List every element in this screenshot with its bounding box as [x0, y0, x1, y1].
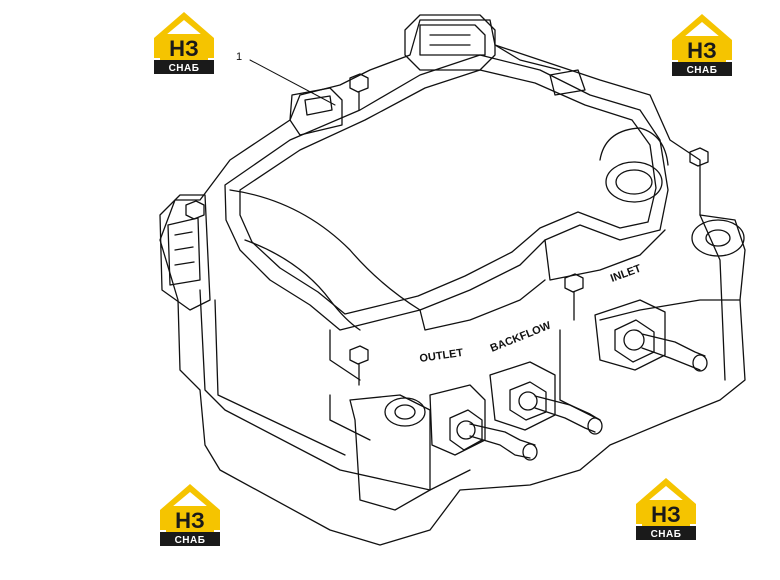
logo-big-text: НЗ [651, 502, 681, 527]
logo-panel [678, 36, 726, 62]
logo-big-text: НЗ [687, 38, 717, 63]
logo-bar [154, 60, 214, 74]
callout-number: 1 [236, 51, 242, 63]
logo-panel [166, 506, 214, 532]
logo-small-text: СНАБ [169, 63, 200, 74]
brand-logo-top-left: НЗ СНАБ [150, 8, 218, 76]
top-cover-inner [240, 70, 656, 314]
logo-bar [160, 532, 220, 546]
logo-big-text: НЗ [169, 36, 199, 61]
logo-panel [642, 500, 690, 526]
logo-small-text: СНАБ [687, 65, 718, 76]
logo-bar [636, 526, 696, 540]
outlet-fitting [430, 385, 537, 460]
brand-logo-bottom-left: НЗ СНАБ [156, 480, 224, 548]
callout-leader [250, 60, 335, 105]
logo-mark: НЗ СНАБ [160, 484, 220, 546]
backflow-label: BACKFLOW [489, 319, 554, 354]
top-cover [225, 55, 668, 330]
mount-hole [385, 398, 425, 426]
brand-logo-top-right: НЗ СНАБ [668, 10, 736, 78]
logo-mark: НЗ СНАБ [672, 14, 732, 76]
fill-port [606, 162, 662, 202]
lid-ridge [230, 190, 420, 310]
logo-mark: НЗ СНАБ [636, 478, 696, 540]
logo-small-text: СНАБ [651, 529, 682, 540]
backflow-fitting [490, 362, 602, 434]
brand-logo-bottom-right: НЗ СНАБ [632, 474, 700, 542]
housing-outline [160, 20, 745, 545]
bolts [186, 74, 708, 385]
outlet-label: OUTLET [419, 347, 465, 365]
mount-boss [692, 220, 744, 256]
side-tab [290, 88, 342, 135]
inlet-label: INLET [609, 263, 643, 285]
inlet-fitting [595, 300, 707, 371]
logo-bar [672, 62, 732, 76]
logo-small-text: СНАБ [175, 535, 206, 546]
logo-mark: НЗ СНАБ [154, 12, 214, 74]
left-connector [160, 195, 210, 310]
top-connector [405, 15, 495, 70]
logo-big-text: НЗ [175, 508, 205, 533]
logo-panel [160, 34, 208, 60]
